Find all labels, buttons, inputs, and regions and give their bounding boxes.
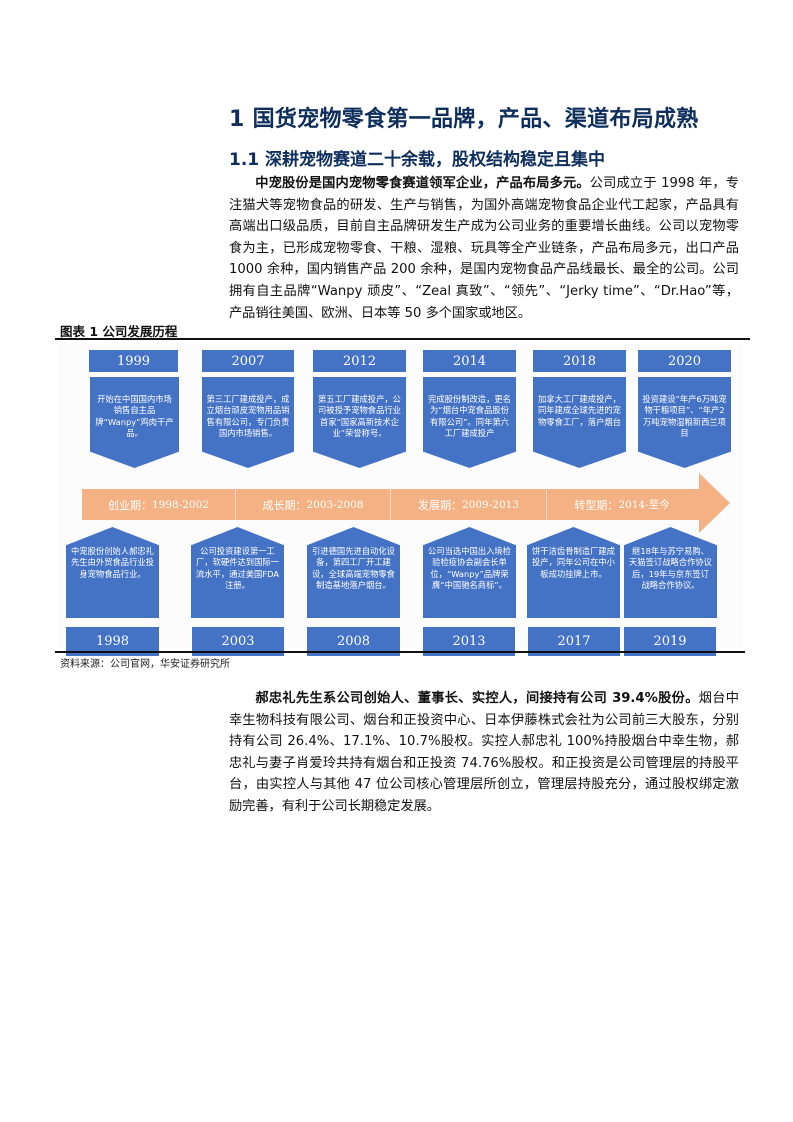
phase-divider <box>390 489 391 520</box>
milestone-year-top: 2007 <box>202 350 294 372</box>
phase-label: 转型期：2014-至今 <box>574 498 670 512</box>
section-heading-1-1: 1.1 深耕宠物赛道二十余载，股权结构稳定且集中 <box>229 150 606 170</box>
figure-source: 资料来源：公司官网，华安证券研究所 <box>60 659 230 670</box>
phase-label: 成长期：2003-2008 <box>262 498 364 512</box>
section-heading-1: 1 国货宠物零食第一品牌，产品、渠道布局成熟 <box>229 107 699 132</box>
phase-divider <box>235 489 236 520</box>
phase-label: 创业期：1998-2002 <box>108 498 209 512</box>
figure-top-rule <box>55 338 750 340</box>
milestone-desc-bottom: 继18年与苏宁易购、天猫签订战略合作协议后，19年与京东签订战略合作协议。 <box>624 527 717 618</box>
milestone-desc-top: 完成股份制改造，更名为“烟台中宠食品股份有限公司”。同年第六工厂建成投产 <box>423 377 516 468</box>
milestone-desc-bottom: 公司投资建设第一工厂，软硬件达到国际一流水平，通过美国FDA注册。 <box>191 527 284 618</box>
milestone-year-top: 2014 <box>423 350 516 372</box>
milestone-year-top: 2012 <box>313 350 406 372</box>
milestone-year-top: 2020 <box>638 350 731 372</box>
milestone-desc-bottom: 中宠股份创始人郝忠礼先生由外贸食品行业投身宠物食品行业。 <box>66 527 159 618</box>
milestone-desc-bottom: 饼干洁齿骨制造厂建成投产，同年公司在中小板成功挂牌上市。 <box>527 527 620 618</box>
ownership-paragraph: 郝忠礼先生系公司创始人、董事长、实控人，间接持有公司 39.4%股份。烟台中幸生… <box>229 688 739 818</box>
milestone-year-top: 1999 <box>89 350 178 372</box>
phase-label: 发展期：2009-2013 <box>418 498 519 512</box>
intro-body: 公司成立于 1998 年，专注猫犬等宠物食品的研发、生产与销售，为国外高端宠物食… <box>229 176 739 321</box>
milestone-desc-bottom: 引进德国先进自动化设备，第四工厂开工建设，全球高端宠物零食制造基地落户烟台。 <box>307 527 400 618</box>
milestone-desc-top: 第三工厂建成投产，成立烟台顽皮宠物用品销售有限公司，专门负责国内市场销售。 <box>202 377 294 468</box>
milestone-desc-bottom: 公司当选中国出入境检验检疫协会副会长单位，“Wanpy”品牌荣膺“中国驰名商标”… <box>423 527 516 618</box>
figure-title: 图表 1 公司发展历程 <box>60 324 178 339</box>
intro-paragraph: 中宠股份是国内宠物零食赛道领军企业，产品布局多元。公司成立于 1998 年，专注… <box>229 173 739 324</box>
milestone-desc-top: 加拿大工厂建成投产，同年建成全球先进的宠物零食工厂，落户烟台 <box>533 377 626 468</box>
timeline-arrow <box>82 473 730 533</box>
ownership-lead: 郝忠礼先生系公司创始人、董事长、实控人，间接持有公司 39.4%股份。 <box>255 691 699 706</box>
milestone-desc-top: 第五工厂建成投产，公司被授予宠物食品行业首家“国家高新技术企业”荣誉称号。 <box>313 377 406 468</box>
milestone-desc-top: 投资建设“年产6万吨宠物干粮项目”、“年产2万吨宠物湿粮新西兰项目 <box>638 377 731 468</box>
ownership-body: 烟台中幸生物科技有限公司、烟台和正投资中心、日本伊藤株式会社为公司前三大股东，分… <box>229 691 739 814</box>
intro-lead: 中宠股份是国内宠物零食赛道领军企业，产品布局多元。 <box>255 176 590 191</box>
milestone-year-top: 2018 <box>533 350 626 372</box>
figure-bottom-rule <box>55 651 745 653</box>
milestone-desc-top: 开始在中国国内市场销售自主品牌“Wanpy”鸡肉干产品。 <box>90 377 179 468</box>
phase-divider <box>546 489 547 520</box>
